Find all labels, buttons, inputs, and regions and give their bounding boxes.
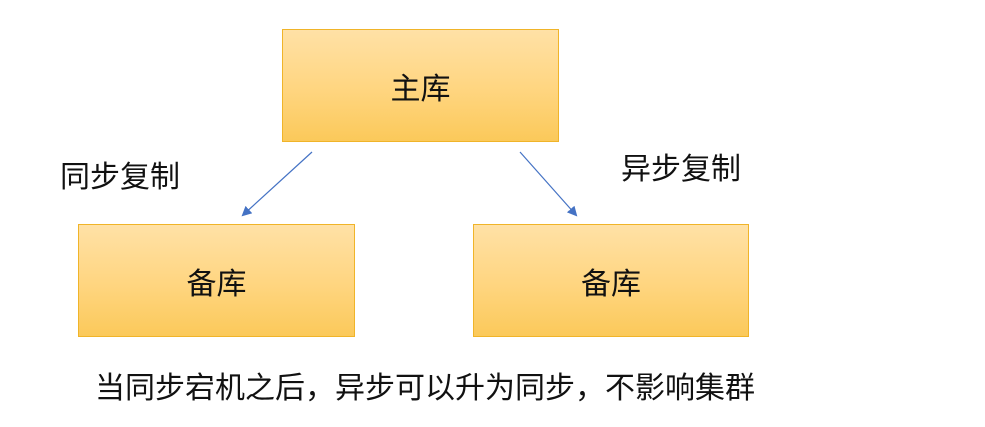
diagram-caption: 当同步宕机之后，异步可以升为同步，不影响集群 [95, 371, 755, 406]
standby-db-label-left: 备库 [186, 266, 247, 302]
master-db-box: 主库 [282, 29, 559, 142]
arrow-master-to-standby-right [519, 151, 578, 217]
standby-db-label-right: 备库 [581, 266, 641, 302]
sync-replication-label: 同步复制 [60, 160, 180, 195]
arrow-master-to-standby-left [241, 151, 313, 217]
async-replication-label: 异步复制 [621, 152, 741, 187]
master-db-label: 主库 [390, 71, 451, 107]
standby-db-box-left: 备库 [78, 224, 355, 337]
standby-db-box-right: 备库 [473, 224, 749, 337]
